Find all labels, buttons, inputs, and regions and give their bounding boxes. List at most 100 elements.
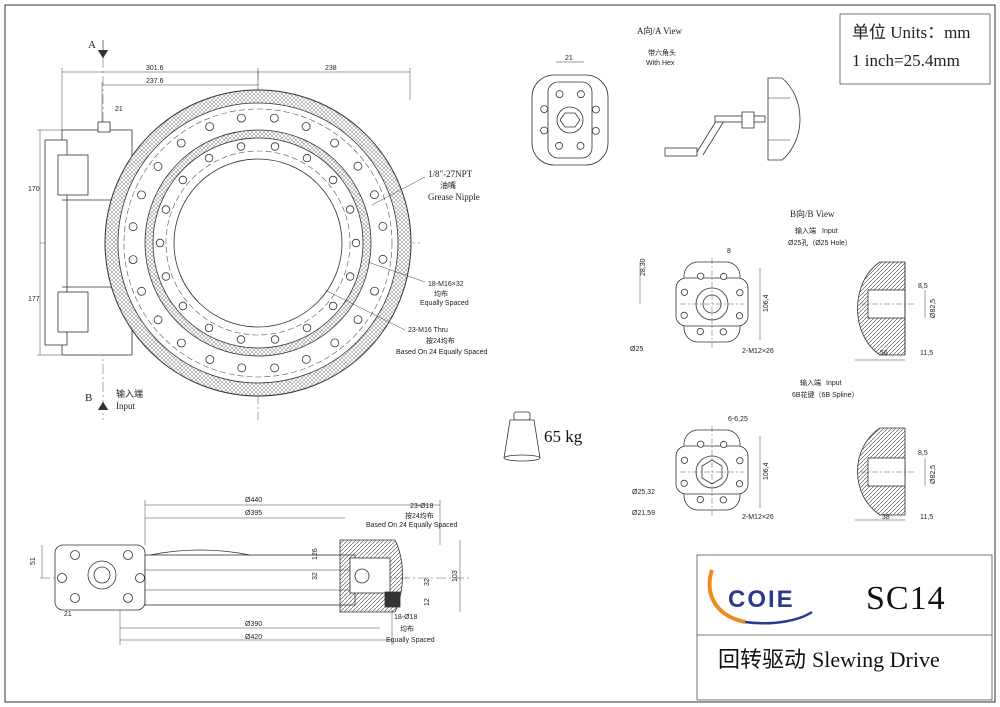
bolt-hole bbox=[555, 141, 563, 150]
section-view-dimensions bbox=[41, 500, 461, 645]
grease-label-en: Grease Nipple bbox=[428, 192, 480, 202]
b-view-dimensions bbox=[639, 262, 926, 521]
b-dim-82-5b: Ø82,5 bbox=[930, 464, 937, 484]
mounting-hole bbox=[345, 205, 355, 214]
bolt-hole bbox=[591, 126, 600, 135]
b-view-hole-input-bolts bbox=[680, 272, 744, 336]
holes-18-spec: 18-M16×32 bbox=[428, 281, 464, 288]
mounting-hole bbox=[176, 138, 186, 148]
mounting-hole bbox=[270, 142, 280, 151]
mounting-hole bbox=[270, 335, 280, 344]
mounting-hole bbox=[370, 286, 379, 296]
bolt-hole bbox=[555, 90, 564, 98]
sec-dim-51: 51 bbox=[30, 557, 37, 565]
b-dim-8-5: 8,5 bbox=[918, 283, 928, 290]
mounting-hole bbox=[178, 301, 188, 311]
b-dim-8-5b: 8,5 bbox=[918, 450, 928, 457]
sec-dim-390: Ø390 bbox=[245, 621, 263, 628]
dim-170: 170 bbox=[28, 186, 40, 193]
a-view-hex-cn: 带六角头 bbox=[648, 50, 676, 57]
bolt-hole bbox=[680, 311, 688, 319]
grease-label-cn: 油嘴 bbox=[440, 181, 456, 190]
holes-23-spec: 23-M16 Thru bbox=[408, 327, 448, 334]
b-dim-21-59: Ø21,59 bbox=[632, 510, 655, 517]
bolt-hole bbox=[680, 479, 688, 487]
b-dim-38: 38 bbox=[882, 514, 890, 521]
bolt-hole bbox=[70, 550, 80, 560]
sec-holes-23-18: 23-Ø18 bbox=[410, 503, 434, 510]
front-view bbox=[40, 40, 420, 420]
mounting-hole bbox=[204, 153, 214, 163]
front-view-dimensions bbox=[37, 40, 426, 411]
sec-holes-18-18-en: Equally Spaced bbox=[386, 637, 435, 644]
b-view-hole-input bbox=[675, 258, 749, 350]
dim-237-6: 237.6 bbox=[146, 78, 164, 85]
b-dim-56: 56 bbox=[880, 350, 888, 357]
mounting-hole bbox=[345, 272, 355, 281]
b-input2-spline: 6B花键（6B Spline） bbox=[792, 392, 859, 399]
mounting-hole bbox=[369, 190, 379, 200]
bolt-hole bbox=[736, 457, 744, 465]
section-marker-b: B bbox=[85, 392, 93, 404]
mounting-hole bbox=[301, 354, 311, 364]
holes-18-cn: 均布 bbox=[434, 291, 448, 298]
bolt-hole bbox=[719, 496, 727, 504]
a-view-dim-21: 21 bbox=[565, 55, 573, 62]
bolt-hole bbox=[577, 90, 585, 99]
units-box bbox=[839, 13, 991, 85]
a-view-hex-en: With Hex bbox=[646, 60, 675, 67]
mounting-hole bbox=[128, 222, 138, 232]
b-dim-11-5b: 11,5 bbox=[920, 514, 934, 521]
b-bolts2: 2-M12×26 bbox=[742, 514, 774, 521]
product-name-cn: 回转驱动 bbox=[718, 647, 807, 672]
holes-23-cn: 按24均布 bbox=[426, 338, 455, 345]
product-name-en: Slewing Drive bbox=[812, 647, 940, 672]
b-dim-25-32: Ø25,32 bbox=[632, 489, 655, 496]
outer-mounting-holes bbox=[128, 113, 388, 373]
bolt-hole bbox=[697, 272, 705, 280]
bolt-hole bbox=[680, 288, 689, 296]
input-label-en: Input bbox=[116, 401, 135, 411]
sec-dim-420: Ø420 bbox=[245, 634, 263, 641]
bolt-hole bbox=[696, 327, 704, 336]
inch-conversion: 1 inch=25.4mm bbox=[852, 51, 960, 70]
mounting-hole bbox=[328, 175, 338, 185]
b-dim-8: 8 bbox=[727, 248, 731, 255]
mounting-hole bbox=[270, 363, 280, 373]
mounting-hole bbox=[128, 255, 138, 265]
logo-swoosh bbox=[707, 569, 813, 625]
b-dim-11-5: 11,5 bbox=[920, 350, 934, 357]
b-dim-106-4: 106,4 bbox=[763, 294, 770, 312]
bolt-hole bbox=[540, 126, 548, 135]
mounting-hole bbox=[302, 323, 312, 333]
dim-301-6: 301.6 bbox=[146, 65, 164, 72]
mounting-hole bbox=[353, 315, 363, 325]
bolt-hole bbox=[540, 105, 549, 113]
mounting-hole bbox=[236, 113, 246, 123]
b-dim-6-6-25: 6-6,25 bbox=[728, 416, 748, 423]
mounting-hole bbox=[353, 161, 363, 171]
sec-dim-103: 103 bbox=[452, 570, 459, 582]
mounting-hole bbox=[351, 238, 361, 248]
units-label: 单位 Units：mm bbox=[852, 23, 971, 42]
mounting-hole bbox=[153, 315, 163, 325]
mounting-hole bbox=[237, 363, 247, 373]
section-marker-a: A bbox=[88, 39, 96, 51]
bolt-hole bbox=[736, 289, 744, 297]
section-view bbox=[40, 539, 470, 613]
logo-text: COIE bbox=[728, 586, 795, 613]
section-view-holes bbox=[57, 550, 145, 603]
sec-dim-32b: 32 bbox=[424, 578, 431, 586]
a-view-holes bbox=[540, 90, 600, 150]
mounting-hole bbox=[205, 355, 215, 364]
title-block bbox=[696, 554, 993, 701]
weight-icon bbox=[503, 411, 541, 462]
sec-dim-12: 12 bbox=[424, 598, 431, 606]
mounting-hole bbox=[161, 272, 171, 281]
grease-thread: 1/8"-27NPT bbox=[428, 169, 473, 179]
sec-dim-440: Ø440 bbox=[245, 497, 263, 504]
a-view bbox=[531, 61, 609, 166]
mounting-hole bbox=[155, 238, 165, 248]
b-bolts: 2-M12×26 bbox=[742, 348, 774, 355]
